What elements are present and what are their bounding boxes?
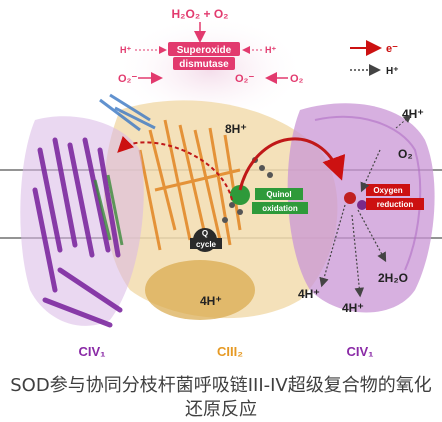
o2-right-label: O₂ [290, 73, 304, 85]
h8-label: 8H⁺ [225, 122, 247, 136]
caption-line1: SOD参与协同分枝杆菌呼吸链III-IV超级复合物的氧化 [10, 375, 432, 396]
civ-left-label: CIV₁ [78, 344, 105, 359]
quinol-badge-line1 [255, 188, 303, 200]
o2-left-label: O₂⁻ [118, 73, 137, 85]
q-cycle-label-line2: cycle [196, 240, 217, 249]
h2o-label: 2H₂O [378, 271, 408, 285]
legend-electron-label: e⁻ [386, 43, 398, 55]
h4-bottom-mid-label: 4H⁺ [298, 287, 320, 301]
sod-badge-line2 [173, 57, 235, 70]
h4-top-label: 4H⁺ [402, 107, 424, 121]
proton-arrows-right [319, 149, 387, 298]
quinol-badge-line2 [252, 202, 308, 214]
figure-caption: SOD参与协同分枝杆菌呼吸链III-IV超级复合物的氧化 还原反应 [0, 374, 442, 422]
h4-bottom-right-label: 4H⁺ [342, 301, 364, 315]
sod-label-line2: dismutase [179, 59, 229, 70]
electron-path-left [117, 135, 233, 201]
h4-bottom-left-label: 4H⁺ [200, 294, 222, 308]
h-right-label: H⁺ [265, 45, 276, 55]
quinol-label-line2: oxidation [262, 204, 298, 213]
oxygen-badge-line2 [366, 198, 424, 210]
electron-path-arrow [238, 137, 346, 191]
ciii-helices [138, 119, 242, 251]
sod-label-line1: Superoxide [177, 45, 232, 56]
o2-center-label: O₂⁻ [235, 73, 254, 85]
civ-left-body [20, 93, 156, 328]
quinol-label-line1: Quinol [266, 190, 291, 199]
oxygen-badge-line1 [366, 184, 410, 196]
h-left-label: H⁺ [120, 45, 131, 55]
ciii-lower-domain [145, 260, 255, 320]
ciii-body [103, 100, 338, 319]
civ-right-outline [314, 115, 422, 271]
h2o2-o2-label: H₂O₂ + O₂ [171, 7, 228, 21]
sod-badge-line1 [168, 42, 240, 56]
ciii-label: CIII₂ [217, 344, 243, 359]
quinol-site [230, 185, 250, 205]
diagram-canvas: H₂O₂ + O₂ Superoxide dismutase H⁺ H⁺ O₂⁻… [0, 7, 442, 359]
caption-line2: 还原反应 [185, 399, 257, 420]
legend-proton-label: H⁺ [386, 66, 399, 77]
o2-side-label: O₂ [398, 147, 413, 161]
q-cycle-badge [190, 238, 222, 249]
oxygen-label-line2: reduction [377, 200, 414, 209]
civ-right-label: CIV₁ [346, 344, 373, 359]
oxygen-label-line1: Oxygen [373, 186, 402, 195]
cofactors [222, 157, 367, 223]
q-cycle-label-line1: Q [202, 229, 208, 238]
